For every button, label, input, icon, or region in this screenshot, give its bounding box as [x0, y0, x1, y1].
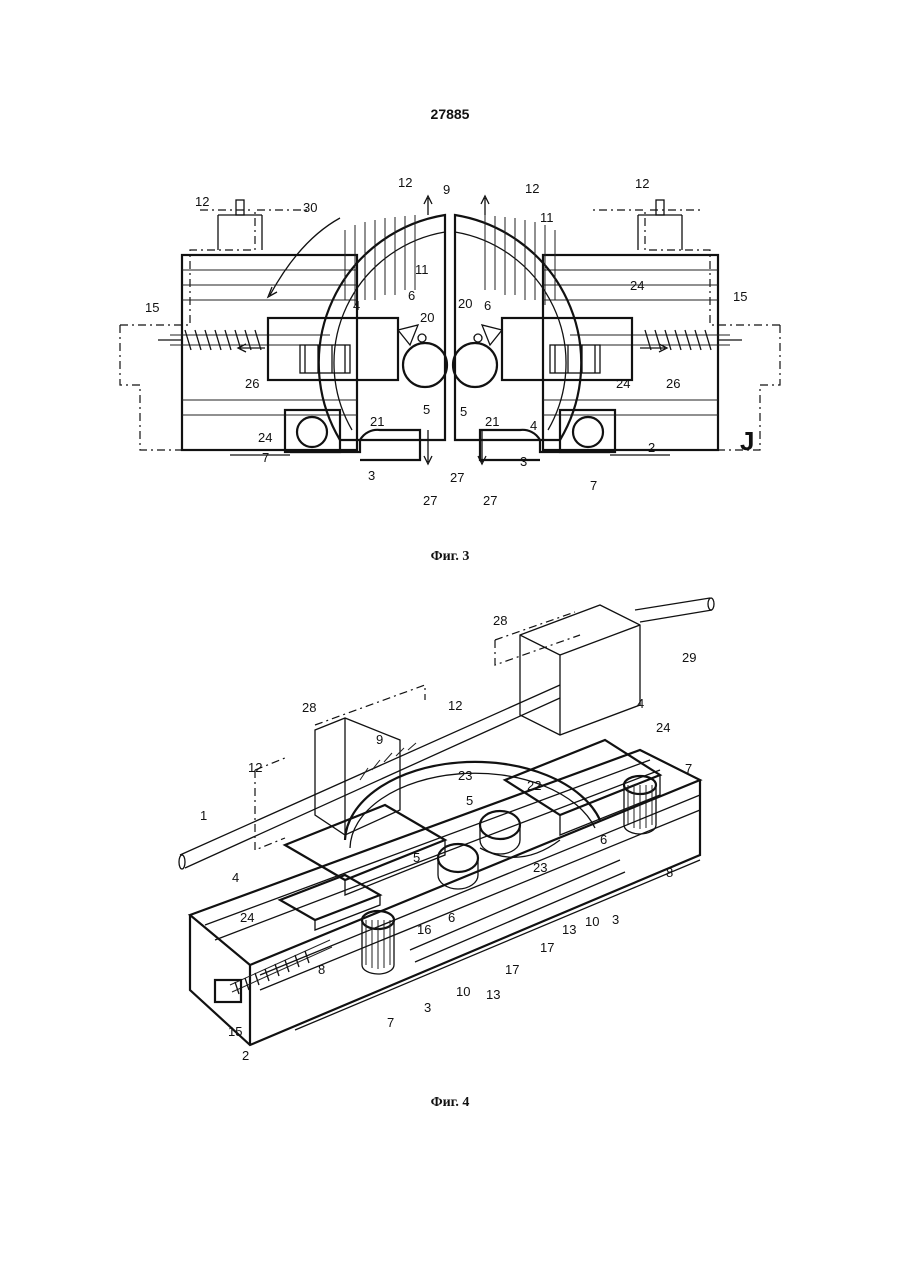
figure-3-caption: Фиг. 3	[0, 549, 900, 565]
motor-left	[362, 911, 394, 974]
fig3-label: 11	[415, 262, 429, 277]
fig3-label: 24	[616, 376, 630, 391]
fig4-label: 13	[486, 987, 500, 1002]
fig4-label: 23	[533, 860, 547, 875]
fig4-label: 22	[527, 778, 541, 793]
fig4-label: 15	[228, 1024, 242, 1039]
fig3-label: 5	[460, 404, 467, 419]
fig4-label: 6	[600, 832, 607, 847]
fig3-label: 24	[630, 278, 644, 293]
fig3-label: 12	[398, 175, 412, 190]
fig3-label: 27	[450, 470, 464, 485]
figure-4-caption: Фиг. 4	[0, 1095, 900, 1111]
fig4-label: 24	[240, 910, 254, 925]
fig3-label: 26	[666, 376, 680, 391]
fig4-label: 4	[232, 870, 239, 885]
fig3-label: 20	[458, 296, 472, 311]
fig4-label: 5	[413, 850, 420, 865]
fig3-label: 15	[733, 289, 747, 304]
page-number: 27885	[0, 106, 900, 122]
fig4-label: 13	[562, 922, 576, 937]
fig4-label: 1	[200, 808, 207, 823]
fig4-label: 29	[682, 650, 696, 665]
corner-stamp: J	[740, 426, 754, 456]
fig3-label: 3	[368, 468, 375, 483]
fig4-label: 17	[505, 962, 519, 977]
fig3-label: 21	[485, 414, 499, 429]
fig3-label: 15	[145, 300, 159, 315]
fig4-label: 2	[242, 1048, 249, 1063]
figure-4-drawing: 28 29 4 24 28 12 9 12 23 7 22 5 1 5 23 6…	[0, 590, 900, 1080]
fig4-label: 7	[685, 761, 692, 776]
fig4-label: 28	[302, 700, 316, 715]
fig4-label: 7	[387, 1015, 394, 1030]
fig3-label: 21	[370, 414, 384, 429]
fig4-label: 28	[493, 613, 507, 628]
fig4-label: 8	[666, 865, 673, 880]
fig4-label: 3	[612, 912, 619, 927]
fig3-label: 24	[258, 430, 272, 445]
fig3-label: 12	[195, 194, 209, 209]
fig4-label: 10	[456, 984, 470, 999]
fig4-label: 8	[318, 962, 325, 977]
fig4-label: 24	[656, 720, 670, 735]
fig3-label: 12	[525, 181, 539, 196]
fig3-label: 26	[245, 376, 259, 391]
fig3-label: 12	[635, 176, 649, 191]
fig4-label: 12	[248, 760, 262, 775]
figure-4: 28 29 4 24 28 12 9 12 23 7 22 5 1 5 23 6…	[0, 590, 900, 1080]
fig3-label: 20	[420, 310, 434, 325]
fig4-label: 9	[376, 732, 383, 747]
fig3-label: 7	[590, 478, 597, 493]
fig4-label: 23	[458, 768, 472, 783]
figure-3-drawing: J 12 30 9 12 12 12 11 11 15 4 6 20 20 6 …	[0, 170, 900, 520]
fig3-label: 27	[423, 493, 437, 508]
figure-3: J 12 30 9 12 12 12 11 11 15 4 6 20 20 6 …	[0, 170, 900, 520]
fig3-label: 11	[540, 210, 554, 225]
fig3-label: 9	[443, 182, 450, 197]
fig3-label: 6	[484, 298, 491, 313]
fig4-label: 4	[637, 696, 644, 711]
fig4-label: 5	[466, 793, 473, 808]
fig3-label: 3	[520, 454, 527, 469]
figure-4-labels: 28 29 4 24 28 12 9 12 23 7 22 5 1 5 23 6…	[200, 613, 696, 1063]
fig3-label: 30	[303, 200, 317, 215]
fig3-label: 4	[530, 418, 537, 433]
fig4-label: 17	[540, 940, 554, 955]
fig4-label: 12	[448, 698, 462, 713]
fig3-label: 5	[423, 402, 430, 417]
fig3-label: 7	[262, 450, 269, 465]
fig3-label: 27	[483, 493, 497, 508]
fig3-label: 6	[408, 288, 415, 303]
fig3-label: 4	[353, 298, 360, 313]
fig3-label: 2	[648, 440, 655, 455]
figure-3-labels: 12 30 9 12 12 12 11 11 15 4 6 20 20 6 24…	[145, 175, 747, 508]
fig4-label: 16	[417, 922, 431, 937]
fig4-label: 6	[448, 910, 455, 925]
fig4-label: 3	[424, 1000, 431, 1015]
fig4-label: 10	[585, 914, 599, 929]
